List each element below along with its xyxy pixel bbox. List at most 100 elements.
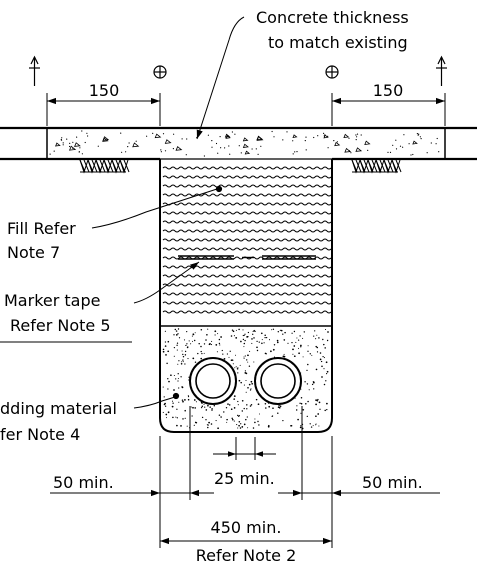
bedding-grain [265, 407, 267, 409]
bedding-grain [187, 395, 190, 397]
bedding-grain [315, 415, 317, 418]
concrete-aggregate [412, 140, 418, 145]
ground-stroke [95, 159, 102, 173]
bedding-grain [182, 353, 184, 356]
concrete-aggregate [334, 141, 341, 147]
bedding-grain [213, 404, 216, 407]
bedding-grain [287, 342, 289, 344]
concrete-grain [97, 145, 99, 147]
bedding-grain [237, 414, 239, 417]
bedding-grain [265, 336, 268, 339]
bedding-grain [239, 364, 241, 366]
concrete-grain [336, 141, 338, 143]
bedding-grain [200, 328, 203, 331]
dimension-150-right [331, 93, 446, 126]
concrete-grain [355, 134, 357, 136]
bedding-grain [327, 331, 329, 333]
bedding-grain [246, 404, 248, 406]
bedding-grain [300, 344, 302, 347]
bedding-grain [205, 409, 208, 411]
concrete-aggregate-pattern [49, 130, 440, 157]
bedding-grain [295, 341, 297, 343]
bedding-grain [277, 331, 279, 333]
bedding-grain [237, 400, 239, 403]
bedding-grain [228, 356, 230, 358]
concrete-grain [273, 136, 275, 138]
bedding-grain [304, 381, 306, 383]
concrete-grain [224, 147, 226, 149]
bedding-grain [264, 334, 266, 337]
bedding-grain [236, 367, 239, 370]
concrete-grain [79, 147, 81, 149]
bedding-grain [200, 406, 203, 409]
bedding-grain [219, 344, 221, 346]
bedding-grain [243, 407, 245, 410]
fill-wave-line [162, 166, 332, 170]
bedding-grain [232, 363, 234, 365]
bedding-grain [243, 334, 245, 337]
bedding-grain [217, 333, 219, 335]
fill-wave-line [162, 310, 332, 314]
concrete-grain [207, 134, 209, 136]
concrete-grain [257, 153, 259, 155]
ground-stroke [351, 159, 358, 173]
fill-wave-line [162, 175, 332, 179]
concrete-grain [238, 145, 240, 147]
bedding-grain [245, 379, 247, 382]
bedding-grain [181, 386, 184, 389]
bedding-grain [203, 352, 205, 354]
dim-50-min-left-text: 50 min. [53, 473, 114, 492]
bedding-grain [167, 340, 170, 343]
fill-wave-line [162, 184, 332, 188]
bedding-grain [318, 401, 321, 404]
bedding-grain [180, 425, 182, 427]
bedding-grain [225, 407, 228, 409]
bedding-grain [205, 419, 207, 421]
bedding-grain [181, 350, 183, 352]
bedding-grain [307, 363, 309, 366]
bedding-grain [316, 334, 318, 336]
bedding-grain [227, 403, 229, 405]
bedding-grain [299, 426, 302, 429]
bedding-grain [207, 404, 209, 407]
bedding-grain [226, 421, 228, 423]
concrete-grain [418, 133, 420, 135]
bedding-grain [298, 352, 300, 355]
bedding-grain [237, 427, 239, 429]
bedding-grain [184, 363, 186, 365]
bedding-grain [192, 406, 194, 409]
bedding-grain [299, 402, 301, 405]
bedding-grain [323, 368, 325, 370]
bedding-grain [165, 417, 168, 419]
ground-stroke [395, 159, 402, 173]
bedding-grain [312, 425, 314, 427]
bedding-grain [319, 352, 322, 354]
ground-stroke [375, 159, 382, 173]
ground-stroke [363, 159, 370, 173]
bedding-grain [245, 418, 247, 421]
bedding-grain [293, 345, 296, 347]
ground-stroke [111, 159, 118, 173]
bedding-grain [231, 329, 234, 331]
bedding-grain [182, 355, 185, 358]
bedding-grain [218, 342, 221, 345]
concrete-grain [162, 133, 165, 135]
bedding-grain [270, 350, 272, 353]
bedding-grain [214, 330, 217, 333]
concrete-grain [81, 130, 83, 132]
bedding-grain [184, 417, 186, 419]
bedding-grain [250, 388, 252, 390]
concrete-label-line2: to match existing [268, 33, 408, 52]
concrete-grain [160, 149, 162, 151]
concrete-aggregate [225, 134, 231, 139]
concrete-aggregate [355, 147, 363, 152]
bedding-grain [323, 383, 326, 386]
ground-stroke [371, 159, 378, 173]
bedding-grain [308, 389, 310, 391]
ground-stroke [87, 159, 94, 173]
concrete-grain [271, 130, 273, 133]
concrete-grain [81, 153, 83, 155]
bedding-grain [171, 400, 174, 402]
concrete-aggregate [68, 145, 77, 151]
